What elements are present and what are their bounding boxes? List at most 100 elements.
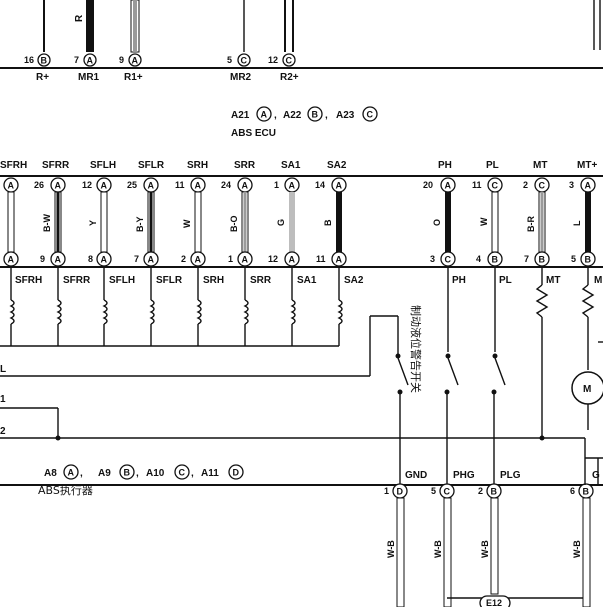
- connector-letter: B: [491, 487, 498, 497]
- connector-letter: A: [261, 110, 268, 120]
- coil-label: SA2: [344, 275, 364, 286]
- motor-label: M: [583, 384, 591, 395]
- connector-letter: A: [132, 56, 139, 66]
- connector-letter: A: [289, 181, 296, 191]
- ecu-pin-name: SFRR: [42, 160, 70, 171]
- connector-letter: C: [444, 487, 451, 497]
- actuator-code: A9: [98, 468, 111, 479]
- actuator-pin-name: PLG: [500, 470, 521, 481]
- connector-letter: A: [445, 181, 452, 191]
- actuator-code: A8: [44, 468, 57, 479]
- pin-number: 8: [88, 254, 93, 264]
- connector-letter: B: [312, 110, 319, 120]
- wire-color-label: W-B: [480, 540, 490, 558]
- ecu-title: A21 A , A22 B , A23 C ABS ECU: [231, 106, 378, 139]
- connector-letter: C: [492, 181, 499, 191]
- ecu-code: A21: [231, 110, 250, 121]
- connector-letter: A: [87, 56, 94, 66]
- bus-label: L: [0, 364, 6, 375]
- connector-b-circle: [119, 464, 135, 480]
- wire-color-label: B-O: [229, 216, 239, 233]
- pin-number: 2: [181, 254, 186, 264]
- connector-letter: A: [8, 181, 15, 191]
- coil-label: SA1: [297, 275, 317, 286]
- bus-label: 2: [0, 426, 6, 437]
- connector-c-circle: [282, 53, 296, 67]
- actuator-pin-name: G: [592, 470, 600, 481]
- wire-color-label: W: [479, 217, 489, 226]
- connector-letter: A: [336, 181, 343, 191]
- ecu-pin-name: SFRH: [0, 160, 27, 171]
- connector-letter: A: [242, 255, 249, 265]
- wire-color-label: Y: [88, 220, 98, 226]
- connector-letter: C: [367, 110, 374, 120]
- left-bus-lines: L 1 2: [0, 315, 585, 441]
- pin-number: 1: [228, 254, 233, 264]
- svg-text:,: ,: [274, 110, 277, 121]
- connector-letter: C: [286, 56, 293, 66]
- wire-color-label: B: [323, 219, 333, 226]
- wire-color-label: B-Y: [135, 217, 145, 233]
- connector-b-circle: [307, 106, 323, 122]
- wire-color-label: B-W: [42, 214, 52, 232]
- top-pin-name: MR1: [78, 72, 100, 83]
- ecu-pin-name: PH: [438, 160, 452, 171]
- ground-point-label: E12: [486, 598, 502, 607]
- top-pin-name: R+: [36, 72, 49, 83]
- ecu-pin-name: SRH: [187, 160, 208, 171]
- wire-color-label: W-B: [572, 540, 582, 558]
- connector-letter: B: [492, 255, 499, 265]
- wire-color-label: G: [276, 219, 286, 226]
- wire-color-label: W: [182, 219, 192, 228]
- top-pin-name: R1+: [124, 72, 143, 83]
- connector-letter: A: [55, 181, 62, 191]
- actuator-bottom-connectors: 1 D 5 C 2 B 6 B: [384, 483, 594, 499]
- pin-number: 6: [570, 486, 575, 496]
- ground-wires: W-B W-B W-B W-B E12: [386, 497, 591, 607]
- pin-number: 7: [134, 254, 139, 264]
- ecu-pin-name: SA1: [281, 160, 301, 171]
- pin-number: 11: [472, 180, 482, 190]
- connector-c-circle: [362, 106, 378, 122]
- pin-number: 2: [478, 486, 483, 496]
- pin-number: 7: [524, 254, 529, 264]
- connector-letter: A: [195, 255, 202, 265]
- connector-letter: A: [336, 255, 343, 265]
- pin-number: 5: [571, 254, 576, 264]
- pin-number: 14: [315, 180, 325, 190]
- pin-number: 4: [476, 254, 481, 264]
- actuator-coil-labels: SFRH SFRR SFLH SFLR SRH SRR SA1 SA2 PH P…: [10, 267, 602, 290]
- switches: [395, 267, 506, 458]
- top-pin-num: 12: [268, 55, 278, 65]
- wire-color-label: W-B: [433, 540, 443, 558]
- pin-number: 3: [569, 180, 574, 190]
- connector-letter: A: [242, 181, 249, 191]
- connector-letter: A: [148, 255, 155, 265]
- connector-a-circle: [128, 53, 142, 67]
- connector-letter: A: [68, 468, 75, 478]
- mt-resistor: [535, 267, 549, 438]
- top-pin-name: R2+: [280, 72, 299, 83]
- coil-label: SFLH: [109, 275, 135, 286]
- connector-letter: C: [241, 56, 248, 66]
- connector-c-circle: [237, 53, 251, 67]
- pin-number: 12: [268, 254, 278, 264]
- actuator-bottom-pins: GND PHG PLG G: [399, 458, 600, 485]
- connector-letter: B: [583, 487, 590, 497]
- ecu-pin-name: MT+: [577, 160, 597, 171]
- pin-number: 11: [175, 180, 185, 190]
- pin-number: 20: [423, 180, 433, 190]
- connector-letter: B: [585, 255, 592, 265]
- connector-letter: A: [148, 181, 155, 191]
- top-pin-num: 7: [74, 55, 79, 65]
- coil-label: SRR: [250, 275, 272, 286]
- connector-letter: C: [445, 255, 452, 265]
- coil-label: PH: [452, 275, 466, 286]
- connector-a-circle: [256, 106, 272, 122]
- ground-point-badge: [479, 595, 511, 607]
- wire-color-label: B-R: [526, 216, 536, 232]
- connector-letter: A: [8, 255, 15, 265]
- connector-letter: A: [55, 255, 62, 265]
- ecu-pin-name: MT: [533, 160, 547, 171]
- connector-d-circle: [228, 464, 244, 480]
